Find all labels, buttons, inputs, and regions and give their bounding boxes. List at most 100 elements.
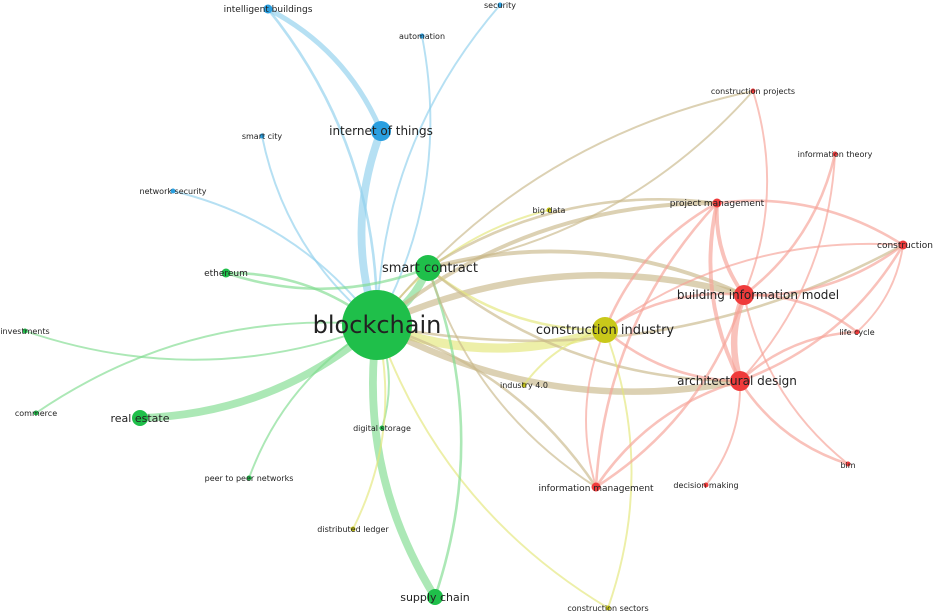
node-information-theory[interactable]	[832, 151, 838, 157]
node-security[interactable]	[497, 2, 503, 8]
edge-architectural_design-information_management	[594, 379, 742, 489]
edge-blockchain-building_information_model	[373, 272, 748, 329]
node-label-information-management: information management	[538, 484, 654, 494]
edge-bim-building_information_model	[743, 294, 849, 465]
node-label-project-management: project management	[670, 199, 765, 209]
edge-smart_contract-supply_chain	[426, 266, 463, 599]
edge-smart_contract-construction_projects	[427, 90, 754, 269]
node-network-security[interactable]	[170, 188, 176, 194]
node-intelligent-buildings[interactable]	[263, 4, 273, 14]
node-label-building-information-model: building information model	[677, 288, 839, 302]
edge-building_information_model-project_management	[714, 201, 746, 297]
edge-architectural_design-construction	[738, 243, 905, 383]
node-label-internet-of-things: internet of things	[329, 124, 433, 138]
node-smart-contract[interactable]	[415, 255, 441, 281]
node-label-industry-4-0: industry 4.0	[500, 381, 548, 390]
edge-blockchain-information_management	[375, 323, 598, 489]
node-label-big-data: big data	[533, 206, 566, 215]
edge-construction_industry-construction	[604, 242, 904, 331]
node-construction[interactable]	[898, 240, 908, 250]
edge-layer	[24, 4, 905, 609]
node-big-data[interactable]	[546, 207, 552, 213]
node-bim[interactable]	[845, 461, 851, 467]
node-construction-projects[interactable]	[750, 88, 756, 94]
edge-building_information_model-information_management	[594, 293, 746, 489]
node-real-estate[interactable]	[132, 410, 148, 426]
edge-project_management-information_management	[594, 201, 719, 489]
node-label-commerce: commerce	[15, 409, 57, 418]
node-internet-of-things[interactable]	[371, 121, 391, 141]
node-project-management[interactable]	[712, 198, 722, 208]
node-smart-city[interactable]	[259, 133, 265, 139]
edge-smart_contract-building_information_model	[426, 249, 746, 297]
node-label-construction-industry: construction industry	[536, 323, 675, 338]
edge-internet_of_things-intelligent_buildings	[265, 6, 384, 134]
node-label-investments: investments	[0, 327, 49, 336]
edge-blockchain-construction_projects	[376, 90, 754, 326]
node-distributed-ledger[interactable]	[350, 526, 356, 532]
node-label-decision-making: decision making	[673, 481, 738, 490]
edge-building_information_model-information_theory	[742, 152, 837, 297]
node-construction-sectors[interactable]	[605, 605, 611, 611]
edge-construction_industry-information_management	[585, 329, 606, 488]
node-label-architectural-design: architectural design	[677, 374, 797, 388]
node-label-construction-sectors: construction sectors	[567, 604, 648, 612]
edge-building_information_model-life_cycle	[742, 293, 859, 334]
edge-blockchain-architectural_design	[373, 321, 744, 395]
edge-smart_contract-project_management	[426, 198, 719, 270]
node-label-smart-city: smart city	[242, 132, 283, 141]
edge-smart_contract-ethereum	[224, 266, 430, 291]
edge-smart_contract-information_management	[427, 267, 597, 488]
node-label-automation: automation	[399, 32, 445, 41]
node-label-construction-projects: construction projects	[711, 87, 795, 96]
node-label-blockchain: blockchain	[313, 311, 442, 339]
node-supply-chain[interactable]	[427, 589, 443, 605]
node-label-information-theory: information theory	[798, 150, 873, 159]
node-architectural-design[interactable]	[730, 371, 750, 391]
edge-architectural_design-bim	[738, 379, 850, 466]
node-label-smart-contract: smart contract	[382, 261, 478, 276]
node-label-construction: construction	[877, 241, 933, 251]
node-blockchain[interactable]	[342, 290, 412, 360]
node-label-distributed-ledger: distributed ledger	[317, 525, 389, 534]
node-label-security: security	[484, 1, 516, 10]
node-digital-storage[interactable]	[379, 425, 385, 431]
edge-blockchain-commerce	[35, 321, 378, 414]
edge-architectural_design-project_management	[708, 201, 742, 383]
edge-blockchain-supply_chain	[369, 321, 439, 601]
node-ethereum[interactable]	[221, 268, 231, 278]
edge-blockchain-automation	[376, 35, 432, 326]
edge-architectural_design-life_cycle	[738, 330, 859, 383]
edge-blockchain-construction	[375, 243, 905, 343]
node-label-real-estate: real estate	[111, 412, 170, 425]
node-label-network-security: network security	[140, 187, 207, 196]
edge-architectural_design-information_theory	[739, 153, 836, 382]
edge-blockchain-project_management	[375, 201, 719, 327]
edge-architectural_design-decision_making	[705, 380, 741, 486]
node-commerce[interactable]	[33, 410, 39, 416]
edge-blockchain-investments	[24, 324, 378, 361]
node-construction-industry[interactable]	[592, 317, 618, 343]
edge-blockchain-security	[376, 4, 501, 326]
node-life-cycle[interactable]	[854, 329, 860, 335]
node-information-management[interactable]	[591, 482, 601, 492]
node-label-peer-to-peer-networks: peer to peer networks	[205, 474, 294, 483]
edge-construction_industry-architectural_design	[603, 328, 742, 383]
node-investments[interactable]	[22, 328, 28, 334]
edge-smart_contract-architectural_design	[426, 266, 742, 383]
node-label-intelligent-buildings: intelligent buildings	[224, 5, 313, 15]
node-label-bim: bim	[840, 461, 855, 470]
node-automation[interactable]	[419, 33, 425, 39]
node-label-supply-chain: supply chain	[400, 591, 470, 604]
edge-blockchain-intelligent_buildings	[266, 7, 379, 327]
edge-construction_industry-project_management	[603, 201, 719, 332]
node-industry-4-0[interactable]	[521, 382, 527, 388]
edge-blockchain-construction_sectors	[376, 324, 609, 609]
node-building-information-model[interactable]	[734, 285, 754, 305]
node-peer-to-peer-networks[interactable]	[246, 475, 252, 481]
node-label-life-cycle: life cycle	[839, 328, 874, 337]
node-decision-making[interactable]	[703, 482, 709, 488]
edge-construction_projects-building_information_model	[743, 90, 769, 296]
